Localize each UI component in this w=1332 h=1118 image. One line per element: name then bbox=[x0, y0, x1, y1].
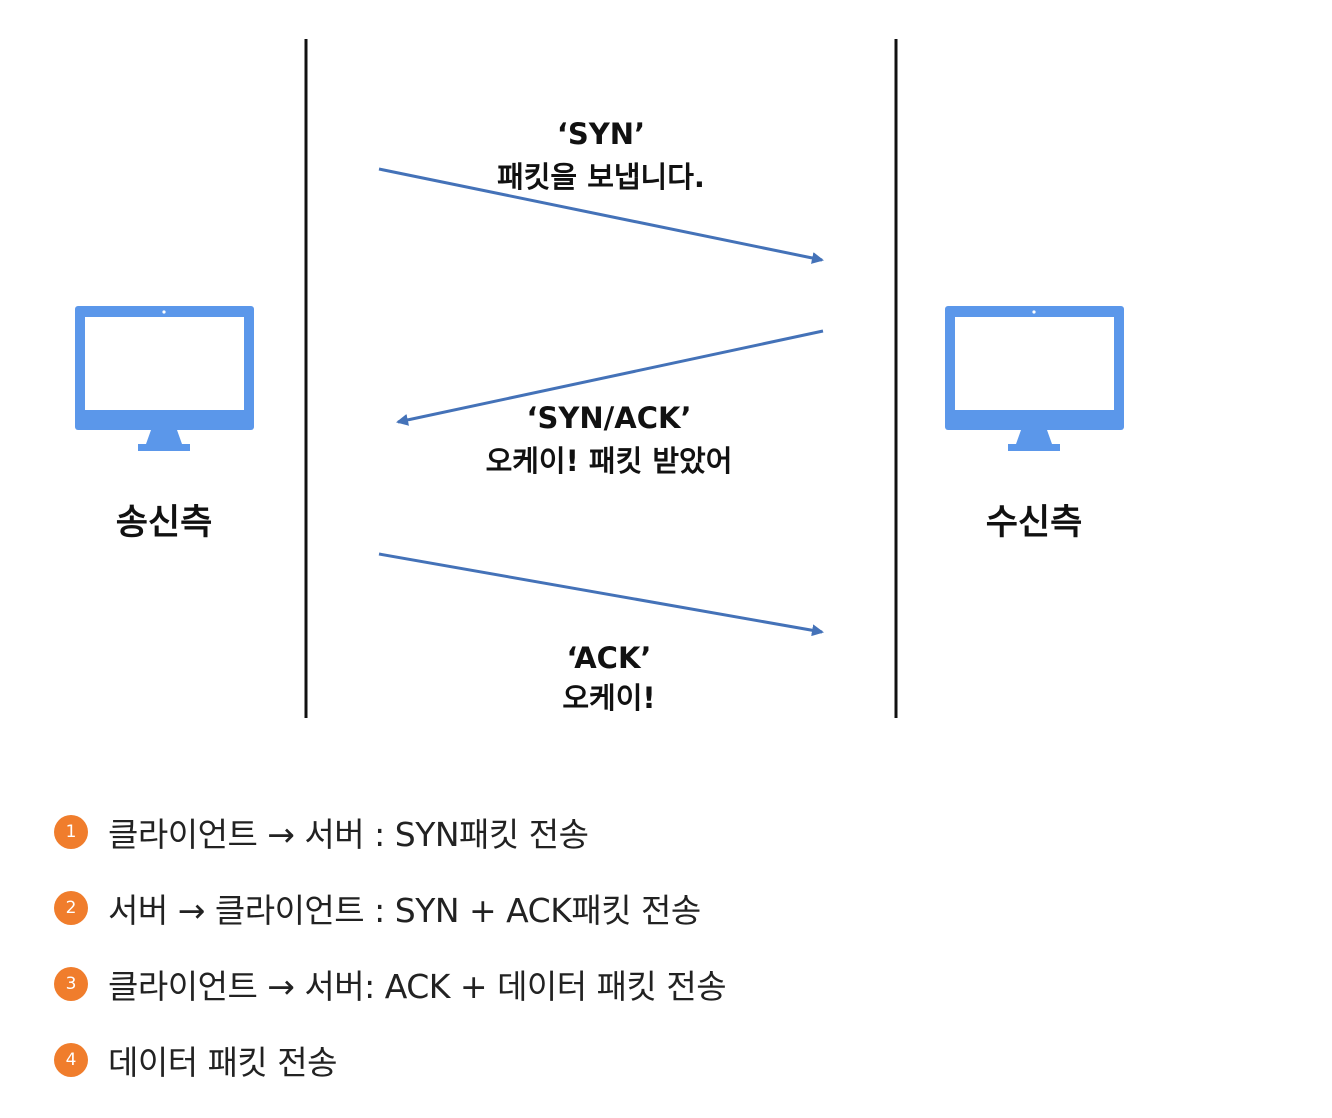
syn-ack-arrow bbox=[396, 329, 824, 426]
step-item: 2 서버 → 클라이언트 : SYN + ACK패킷 전송 bbox=[54, 886, 701, 930]
step-item: 4 데이터 패킷 전송 bbox=[54, 1038, 338, 1082]
syn-arrow bbox=[378, 167, 824, 264]
step-item: 1 클라이언트 → 서버 : SYN패킷 전송 bbox=[54, 810, 589, 854]
step-text: 클라이언트 → 서버: ACK + 데이터 패킷 전송 bbox=[108, 967, 727, 1006]
syn-title: ‘SYN’ bbox=[557, 117, 645, 151]
step-text: 클라이언트 → 서버 : SYN패킷 전송 bbox=[108, 815, 589, 854]
step-item: 3 클라이언트 → 서버: ACK + 데이터 패킷 전송 bbox=[54, 962, 727, 1006]
syn-ack-title: ‘SYN/ACK’ bbox=[527, 401, 692, 435]
receiver-label: 수신측 bbox=[986, 503, 1083, 543]
sender-monitor-icon bbox=[75, 306, 254, 451]
ack-arrow bbox=[378, 552, 824, 637]
step-number-badge: 3 bbox=[54, 967, 88, 1001]
sender-label: 송신측 bbox=[116, 503, 213, 543]
syn-ack-subtitle: 오케이! 패킷 받았어 bbox=[486, 444, 733, 478]
step-text: 데이터 패킷 전송 bbox=[108, 1043, 338, 1082]
step-number-badge: 1 bbox=[54, 815, 88, 849]
receiver-monitor-icon bbox=[945, 306, 1124, 451]
tcp-handshake-diagram: 송신측 수신측 ‘SYN’ 패킷을 보냅니다. ‘SYN/ACK’ 오케이! 패… bbox=[75, 39, 1124, 718]
ack-subtitle: 오케이! bbox=[562, 681, 655, 715]
step-number-badge: 2 bbox=[54, 891, 88, 925]
ack-title: ‘ACK’ bbox=[567, 641, 652, 675]
step-text: 서버 → 클라이언트 : SYN + ACK패킷 전송 bbox=[108, 891, 701, 930]
syn-subtitle: 패킷을 보냅니다. bbox=[497, 160, 705, 194]
step-number-badge: 4 bbox=[54, 1043, 88, 1077]
